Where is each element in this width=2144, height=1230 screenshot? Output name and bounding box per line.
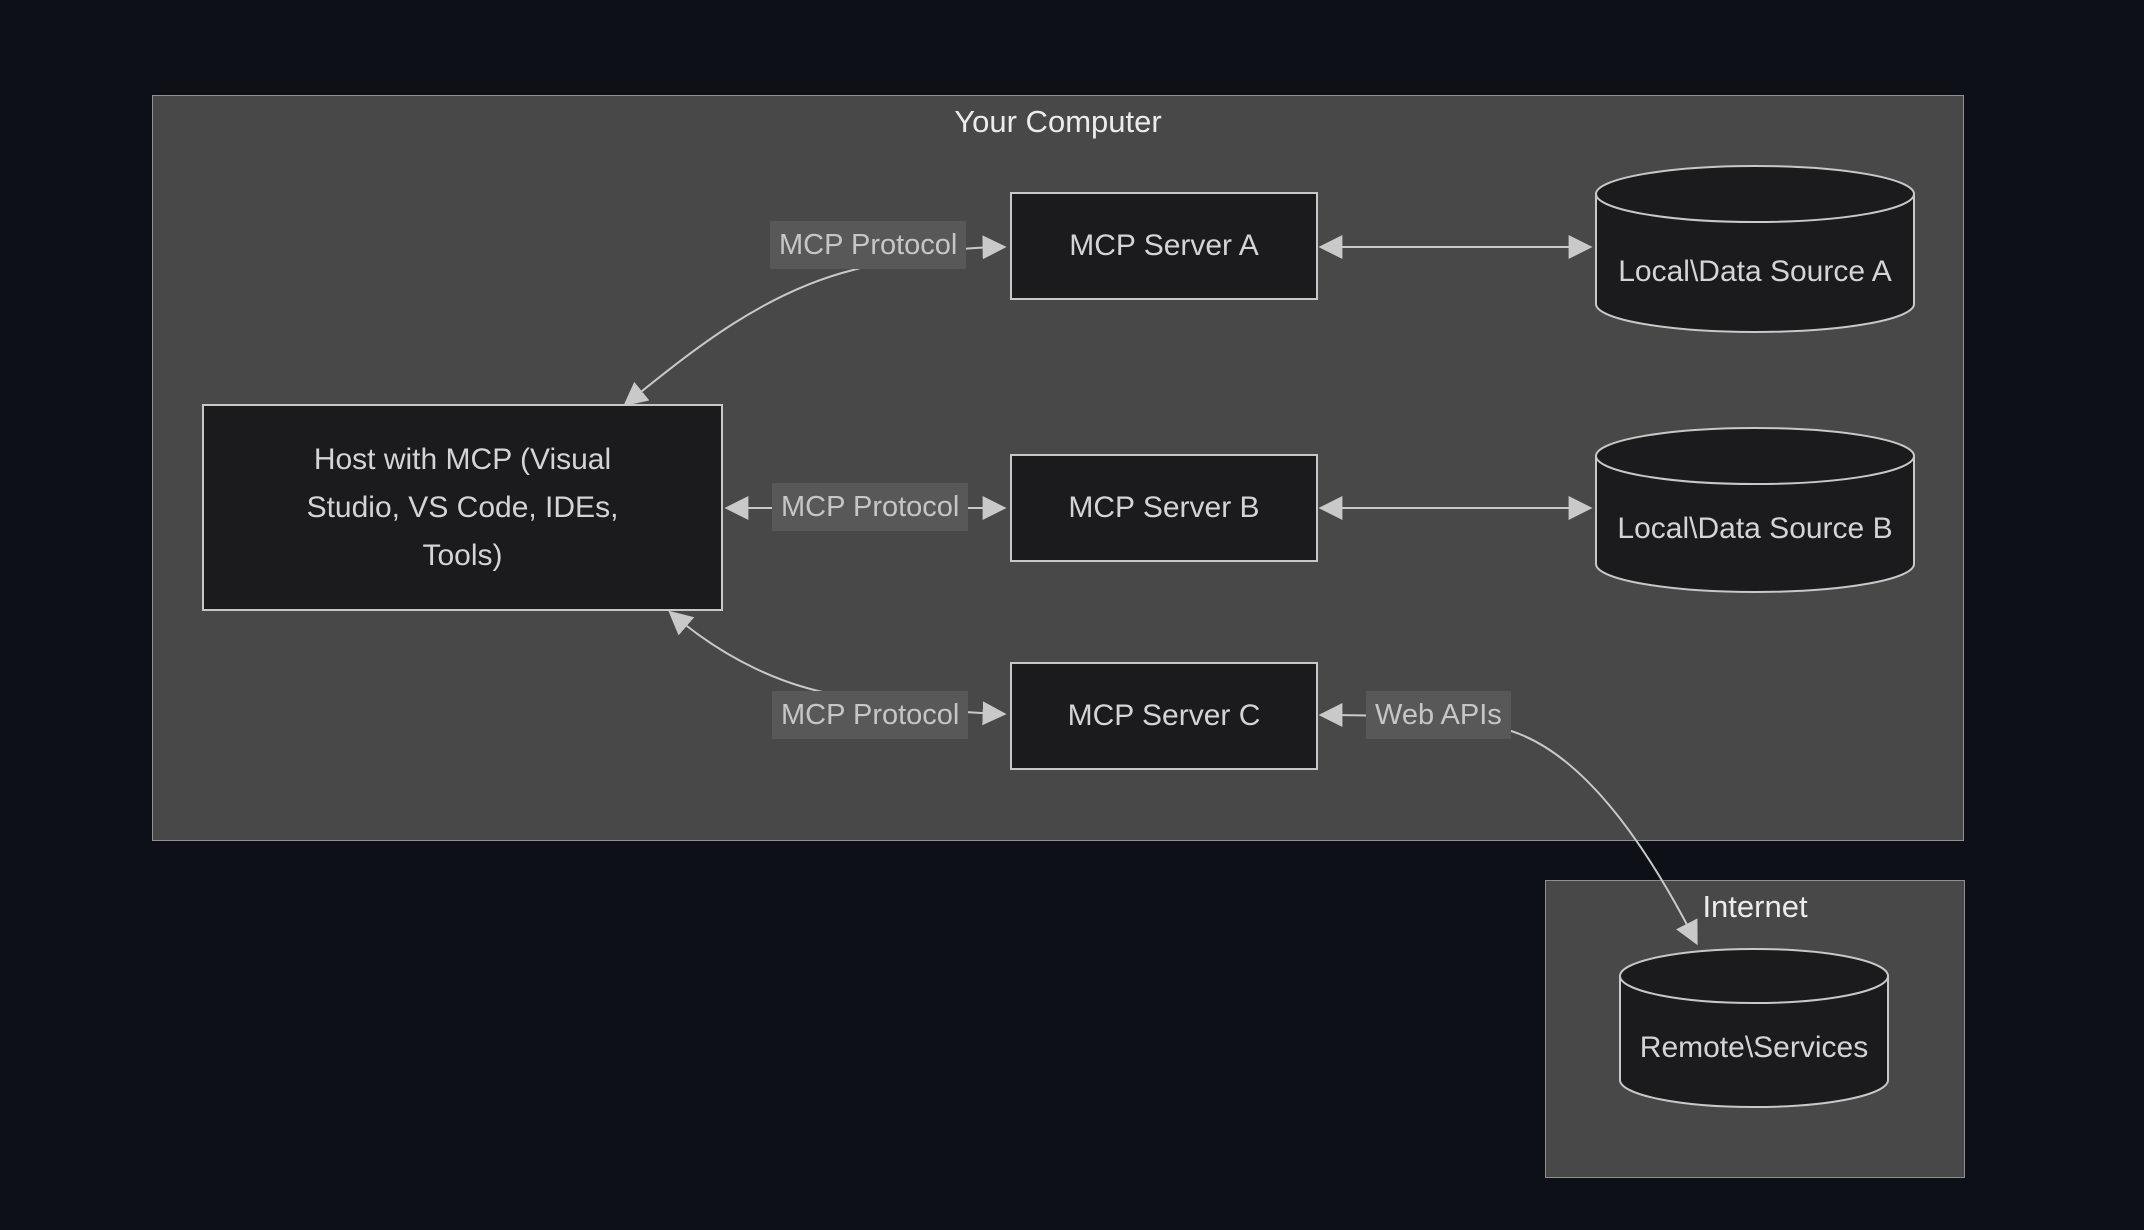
remote-services-label: Remote\Services xyxy=(1639,1031,1869,1064)
host-node-label: Host with MCP (Visual Studio, VS Code, I… xyxy=(306,442,619,572)
data-source-b-cylinder xyxy=(1595,427,1915,593)
data-source-b-label: Local\Data Source B xyxy=(1617,512,1893,545)
edge-label-mcp-protocol-c: MCP Protocol xyxy=(772,691,969,739)
mcp-server-c-label: MCP Server C xyxy=(1067,699,1261,732)
remote-services-cylinder xyxy=(1619,948,1889,1108)
data-source-a-cylinder xyxy=(1595,165,1915,333)
edge-label-web-apis: Web APIs xyxy=(1366,691,1511,739)
mcp-server-c-node: MCP Server C xyxy=(1010,662,1318,770)
mcp-server-b-node: MCP Server B xyxy=(1010,454,1318,562)
mcp-server-a-label: MCP Server A xyxy=(1069,229,1259,262)
data-source-a-label: Local\Data Source A xyxy=(1618,255,1892,288)
edge-host-server-a xyxy=(623,235,1007,407)
mcp-server-a-node: MCP Server A xyxy=(1010,192,1318,300)
your-computer-title: Your Computer xyxy=(954,104,1162,139)
mcp-server-b-label: MCP Server B xyxy=(1068,491,1260,524)
internet-title: Internet xyxy=(1702,889,1808,924)
edge-server-c-remote-services xyxy=(1318,703,1698,946)
edge-label-mcp-protocol-a: MCP Protocol xyxy=(770,221,967,269)
edge-label-mcp-protocol-b: MCP Protocol xyxy=(772,483,969,531)
host-node: Host with MCP (Visual Studio, VS Code, I… xyxy=(202,404,723,611)
